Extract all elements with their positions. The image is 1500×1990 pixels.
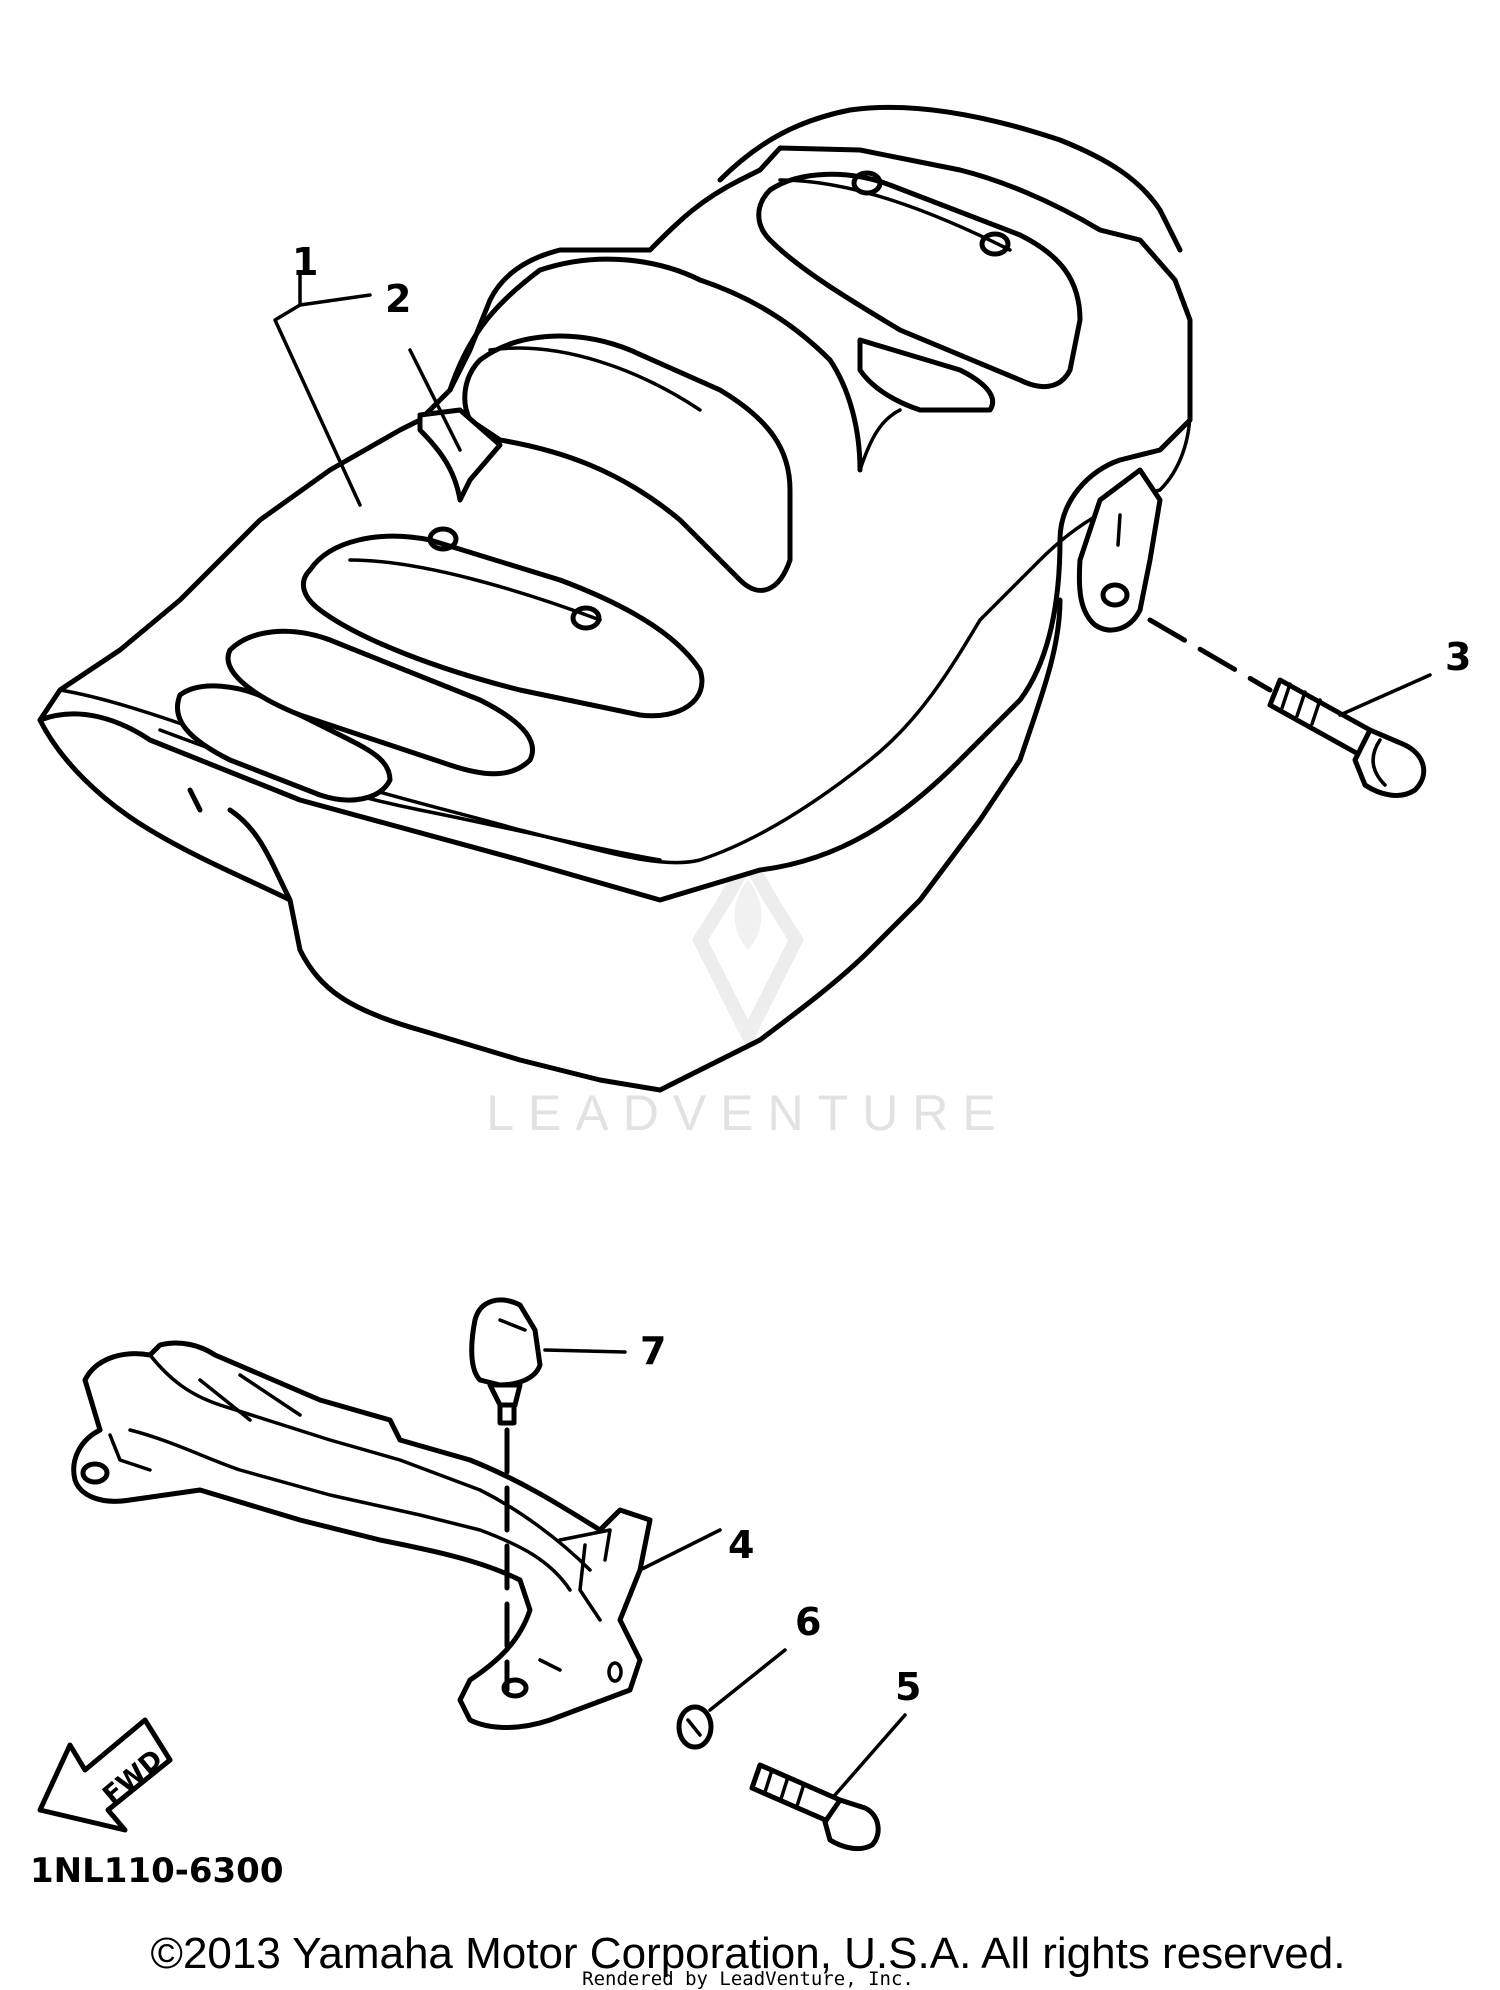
fwd-arrow-icon [37,1717,173,1833]
leader-4 [638,1528,722,1572]
bolt-3 [1147,617,1427,798]
callout-5: 5 [895,1665,921,1709]
bolt-5 [749,1762,881,1852]
watermark-text: LEADVENTURE [486,1085,1010,1141]
callout-leaders-top [273,273,462,507]
leader-6 [708,1648,787,1712]
seat-assembly [37,104,1193,1093]
callout-3: 3 [1445,635,1471,679]
leader-7 [543,1348,627,1354]
seat-stay-4 [71,1340,653,1730]
callout-1: 1 [292,240,318,284]
callout-4: 4 [728,1523,754,1567]
diagram-code: 1NL110-6300 [30,1851,284,1891]
leader-3 [1338,673,1432,717]
leader-5 [833,1713,907,1797]
washer-6 [676,1704,714,1750]
rendered-by-credit: Rendered by LeadVenture, Inc. [582,1968,914,1990]
leadventure-watermark-logo [691,846,805,1051]
knob-7 [469,1297,543,1693]
callout-2: 2 [385,277,411,321]
callout-7: 7 [640,1329,666,1373]
callout-6: 6 [795,1600,821,1644]
copyright-notice: ©2013 Yamaha Motor Corporation, U.S.A. A… [151,1929,1346,1978]
